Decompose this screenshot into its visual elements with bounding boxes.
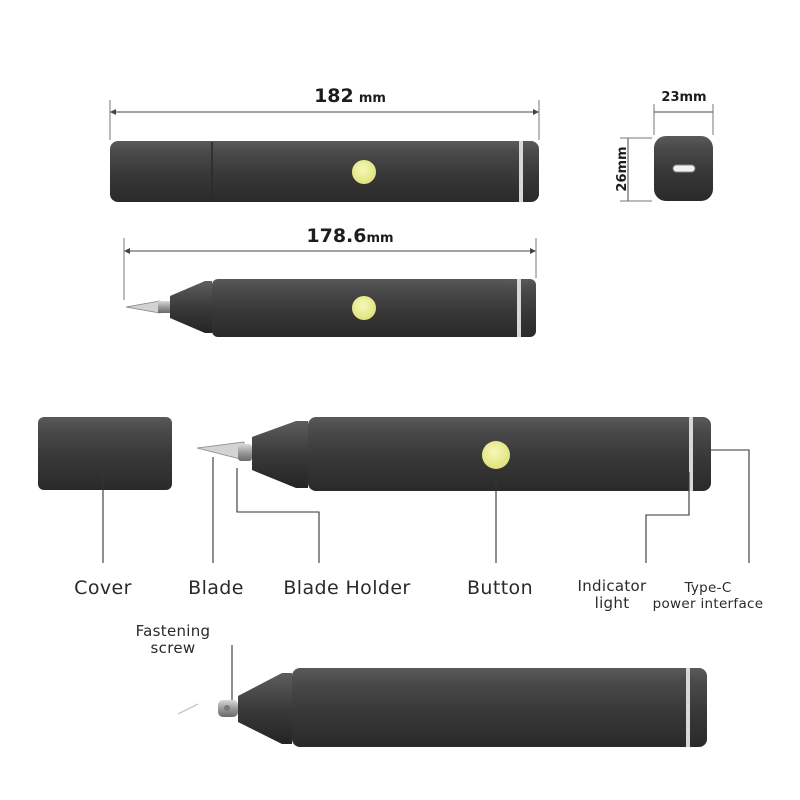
- button-dot: [352, 160, 376, 184]
- length-capped-value: 182: [314, 85, 354, 107]
- type-c-port: [672, 164, 696, 173]
- leader-lines: [102, 449, 750, 563]
- height-label: 26mm: [615, 146, 630, 192]
- indicator-light-line-2: light: [594, 594, 630, 613]
- fastening-screw-label: Fastening screw: [118, 622, 228, 658]
- pen-uncapped-view: [123, 238, 537, 337]
- blade-label: Blade: [188, 577, 244, 599]
- blade-part: [196, 441, 245, 461]
- pen-body-capped: [110, 141, 539, 202]
- length-uncapped-label: 178.6mm: [280, 225, 420, 248]
- button-part: [482, 441, 510, 469]
- button-label: Button: [466, 577, 534, 599]
- blade: [125, 300, 161, 314]
- indicator-light-ring: [689, 417, 693, 491]
- blade-holder-part: [252, 421, 308, 488]
- length-uncapped-value: 178.6: [306, 225, 367, 247]
- type-c-label: Type-C power interface: [646, 580, 770, 612]
- blade-holder-cone: [170, 281, 212, 333]
- type-c-line-1: Type-C: [684, 580, 732, 596]
- fastening-screw-line-2: screw: [150, 639, 196, 658]
- pen-end-view: [620, 104, 714, 202]
- blade-hint: [177, 703, 199, 715]
- indicator-light-label: Indicator light: [562, 577, 662, 613]
- length-capped-unit: mm: [358, 91, 386, 106]
- indicator-light-line-1: Indicator: [577, 577, 647, 595]
- indicator-ring: [519, 141, 523, 202]
- width-label: 23mm: [661, 90, 707, 105]
- cover-label: Cover: [74, 577, 132, 599]
- pen-screw-view: [177, 645, 707, 747]
- type-c-line-2: power interface: [652, 595, 764, 612]
- pen-capped-view: [109, 100, 540, 202]
- pen-exploded-view: [38, 417, 750, 563]
- blade-holder-label: Blade Holder: [283, 577, 411, 599]
- pen-body-screw-view: [292, 668, 707, 747]
- blade-tip-holder: [158, 301, 170, 313]
- cover-part: [38, 417, 172, 490]
- fastening-screw-line-1: Fastening: [135, 622, 211, 640]
- length-uncapped-unit: mm: [366, 231, 394, 246]
- length-capped-label: 182 mm: [280, 85, 420, 108]
